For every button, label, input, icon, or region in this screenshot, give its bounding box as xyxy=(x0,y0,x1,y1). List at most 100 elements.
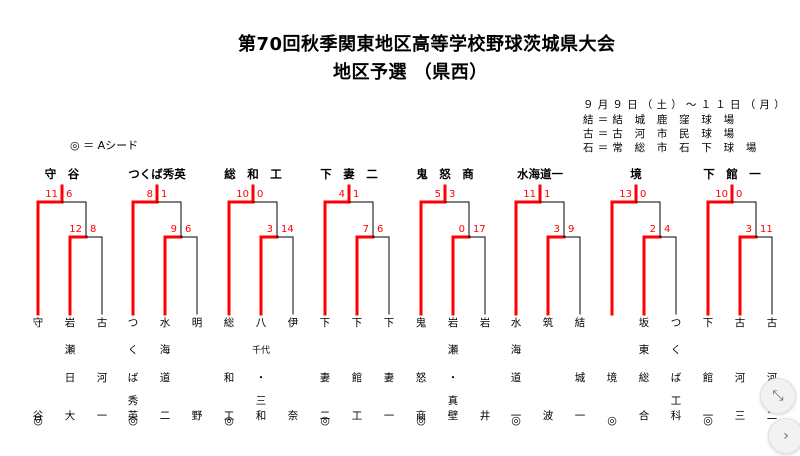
team-name-char: 東 xyxy=(639,343,650,356)
team-name-char: 古 xyxy=(97,316,108,329)
team-name-char: 水 xyxy=(160,317,171,329)
semi-score-right: 17 xyxy=(473,224,486,235)
page-subtitle: 地区予選 （県西） xyxy=(333,62,488,83)
venue-yuki: 結＝結 城 鹿 窪 球 場 xyxy=(583,114,739,126)
team-name-char: 河 xyxy=(735,372,746,384)
team-name-char: 二 xyxy=(320,410,331,422)
team-name-char: 総 xyxy=(639,371,650,384)
final-score-loser: 0 xyxy=(736,189,742,200)
team-name-char: 妻 xyxy=(384,371,395,384)
semi-score-left: 12 xyxy=(69,224,82,235)
team-name-char: 奈 xyxy=(288,409,299,422)
seed-mark: ◎ xyxy=(511,414,521,427)
team-name-char: 和 xyxy=(256,410,267,422)
final-score-winner: 5 xyxy=(435,189,441,200)
team-name-char: 和 xyxy=(224,372,235,384)
team-name-char: ば xyxy=(128,372,139,384)
team-name-char: 一 xyxy=(511,410,522,422)
team-name-char: 大 xyxy=(65,409,76,422)
seed-mark: ◎ xyxy=(320,414,330,427)
team-name-char: 真 xyxy=(448,394,459,407)
team-name-char: 筑 xyxy=(543,316,554,329)
team-name-char: 壁 xyxy=(448,409,459,422)
team-name-char: 工 xyxy=(352,410,363,422)
team-name-char: 岩 xyxy=(65,316,76,329)
final-score-loser: 0 xyxy=(640,189,646,200)
team-name-char: 秀 xyxy=(128,395,139,407)
team-name-char: 野 xyxy=(192,410,203,422)
final-score-winner: 11 xyxy=(523,189,536,200)
final-score-winner: 10 xyxy=(715,189,728,200)
team-name-char: 一 xyxy=(703,410,714,422)
team-name-char: 千代 xyxy=(252,345,270,356)
final-score-loser: 1 xyxy=(353,189,359,200)
team-name-char: 瀬 xyxy=(65,343,76,356)
team-name-char: ・ xyxy=(448,372,459,384)
venue-koga: 古＝古 河 市 民 球 場 xyxy=(583,128,739,140)
team-name-char: 岩 xyxy=(480,316,491,329)
semi-score-right: 8 xyxy=(90,224,96,235)
team-name-char: 明 xyxy=(192,317,203,329)
team-name-char: く xyxy=(671,344,682,356)
block-winner-label: 鬼 怒 商 xyxy=(416,167,474,181)
team-name-char: 海 xyxy=(511,343,522,356)
venue-ishige: 石＝常 総 市 石 下 球 場 xyxy=(583,142,761,154)
team-name-char: 合 xyxy=(639,409,650,422)
semi-score-right: 4 xyxy=(664,224,670,235)
next-button[interactable]: › xyxy=(768,418,800,454)
team-name-char: 三 xyxy=(735,410,746,422)
team-name-char: つ xyxy=(128,317,139,329)
team-name-char: 古 xyxy=(735,316,746,329)
team-name-char: 下 xyxy=(320,317,331,329)
page-title: 第70回秋季関東地区高等学校野球茨城県大会 xyxy=(238,34,616,55)
semi-score-left: 0 xyxy=(459,224,465,235)
team-name-char: 妻 xyxy=(320,371,331,384)
semi-score-left: 2 xyxy=(650,224,656,235)
team-name-char: 道 xyxy=(160,371,171,384)
team-name-char: 岩 xyxy=(448,316,459,329)
team-name-char: 工 xyxy=(224,410,235,422)
semi-score-right: 6 xyxy=(377,224,383,235)
team-name-char: ・ xyxy=(256,372,267,384)
final-score-loser: 1 xyxy=(544,189,550,200)
team-name-char: 古 xyxy=(767,316,778,329)
team-name-char: 下 xyxy=(384,317,395,329)
team-name-char: 日 xyxy=(65,372,76,384)
block-winner-label: 下 館 一 xyxy=(703,167,761,181)
team-name-char: 科 xyxy=(671,409,682,422)
semi-score-left: 3 xyxy=(746,224,752,235)
block-winner-label: つくば秀英 xyxy=(128,167,186,181)
team-name-char: 瀬 xyxy=(448,343,459,356)
compress-button[interactable]: ⤡ xyxy=(760,378,796,414)
team-name-char: 河 xyxy=(97,372,108,384)
seed-mark: ◎ xyxy=(224,414,234,427)
final-score-loser: 0 xyxy=(257,189,263,200)
seed-mark: ◎ xyxy=(33,414,43,427)
team-name-char: 下 xyxy=(352,317,363,329)
compress-icon: ⤡ xyxy=(772,388,784,404)
block-winner-label: 水海道一 xyxy=(517,167,563,181)
team-name-char: 商 xyxy=(416,409,427,422)
chevron-right-icon: › xyxy=(783,428,789,444)
team-name-char: 境 xyxy=(607,371,618,384)
seed-mark: ◎ xyxy=(703,414,713,427)
semi-score-right: 14 xyxy=(281,224,294,235)
tournament-dates: ９月９日（土）～１１日（月） xyxy=(583,99,789,111)
team-name-char: 英 xyxy=(128,409,139,422)
team-name-char: 守 xyxy=(33,316,44,329)
team-name-char: 館 xyxy=(703,371,714,384)
block-winner-label: 守 谷 xyxy=(45,167,80,181)
team-name-char: 坂 xyxy=(639,317,650,329)
seed-mark: ◎ xyxy=(128,414,138,427)
team-name-char: 伊 xyxy=(288,317,299,329)
final-score-winner: 4 xyxy=(339,189,345,200)
team-name-char: 水 xyxy=(511,317,522,329)
final-score-loser: 1 xyxy=(161,189,167,200)
team-name-char: 八 xyxy=(256,317,267,329)
final-score-winner: 13 xyxy=(619,189,632,200)
team-name-char: 谷 xyxy=(33,410,44,422)
final-score-winner: 8 xyxy=(147,189,153,200)
team-name-char: 道 xyxy=(511,371,522,384)
team-name-char: 総 xyxy=(224,316,235,329)
team-name-char: 一 xyxy=(97,410,108,422)
